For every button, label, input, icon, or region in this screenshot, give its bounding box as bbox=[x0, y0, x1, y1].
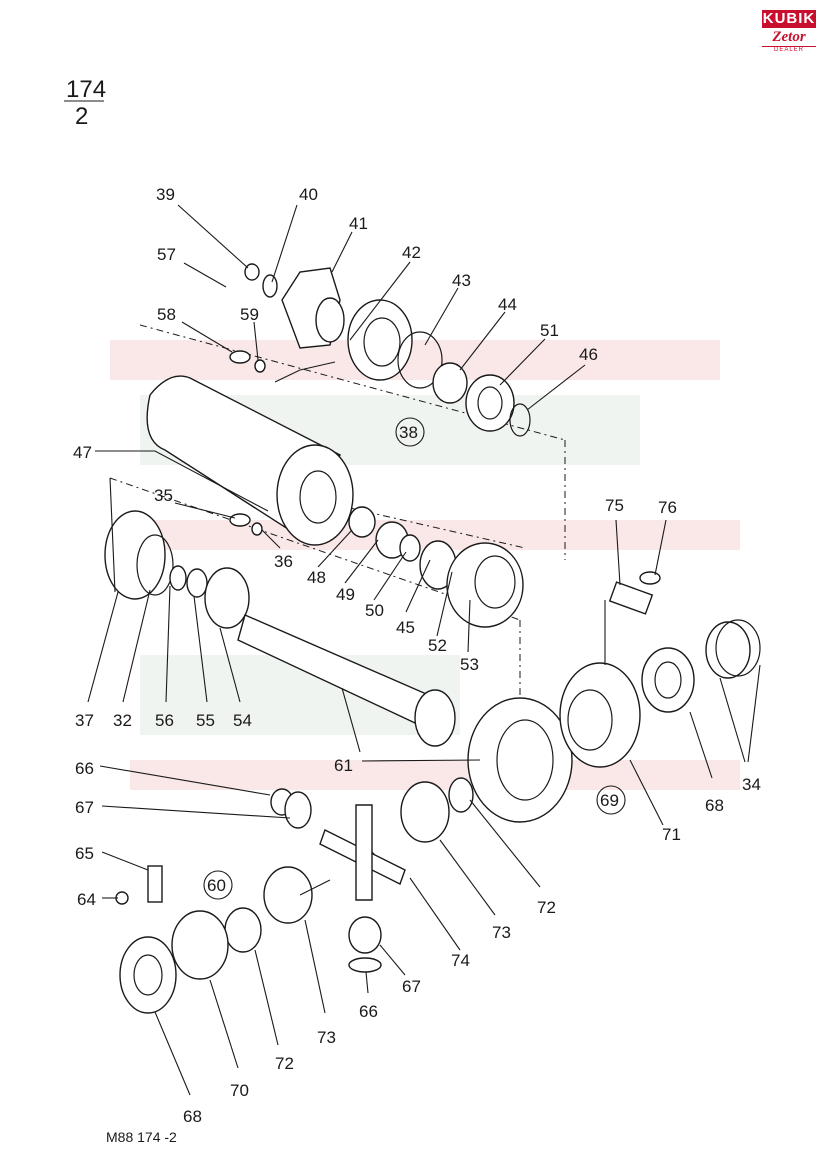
labels: 39 40 41 57 42 43 58 59 44 51 46 47 35 3… bbox=[73, 185, 761, 1126]
part-label: 67 bbox=[402, 977, 421, 996]
part-label: 68 bbox=[183, 1107, 202, 1126]
part-label: 70 bbox=[230, 1081, 249, 1100]
part-label: 61 bbox=[334, 756, 353, 775]
logo-tag: DEALER bbox=[762, 46, 816, 53]
group-marker-circle bbox=[596, 785, 626, 815]
part-label: 40 bbox=[299, 185, 318, 204]
group-markers bbox=[203, 417, 626, 900]
logo-brand: KUBIK bbox=[762, 10, 816, 28]
part-label: 59 bbox=[240, 305, 259, 324]
part-label: 37 bbox=[75, 711, 94, 730]
part-label: 72 bbox=[537, 898, 556, 917]
part-label: 72 bbox=[275, 1054, 294, 1073]
part-label: 57 bbox=[157, 245, 176, 264]
page-reference: 174 2 bbox=[64, 76, 106, 130]
part-label: 45 bbox=[396, 618, 415, 637]
page-ref-bottom: 2 bbox=[75, 103, 88, 130]
leader-lines bbox=[87, 204, 761, 1096]
part-label: 44 bbox=[498, 295, 517, 314]
group-marker-label: 38 bbox=[399, 423, 418, 442]
part-label: 39 bbox=[156, 185, 175, 204]
part-label: 66 bbox=[359, 1002, 378, 1021]
part-label: 73 bbox=[492, 923, 511, 942]
part-label: 52 bbox=[428, 636, 447, 655]
part-label: 35 bbox=[154, 486, 173, 505]
page-ref-top: 174 bbox=[66, 76, 106, 103]
group-marker-circle bbox=[395, 417, 425, 447]
part-label: 51 bbox=[540, 321, 559, 340]
kubik-zetor-logo: KUBIK Zetor DEALER bbox=[762, 10, 816, 62]
part-label: 65 bbox=[75, 844, 94, 863]
group-marker-label: 69 bbox=[600, 791, 619, 810]
part-label: 42 bbox=[402, 243, 421, 262]
group-marker-circle bbox=[203, 870, 233, 900]
part-label: 56 bbox=[155, 711, 174, 730]
part-label: 49 bbox=[336, 585, 355, 604]
part-label: 41 bbox=[349, 214, 368, 233]
group-marker-label: 60 bbox=[207, 876, 226, 895]
drawing-code: M88 174 -2 bbox=[106, 1129, 177, 1145]
part-label: 76 bbox=[658, 498, 677, 517]
part-label: 58 bbox=[157, 305, 176, 324]
logo-subbrand: Zetor bbox=[772, 29, 806, 45]
part-label: 73 bbox=[317, 1028, 336, 1047]
part-label: 67 bbox=[75, 798, 94, 817]
part-label: 48 bbox=[307, 568, 326, 587]
part-label: 71 bbox=[662, 825, 681, 844]
part-label: 36 bbox=[274, 552, 293, 571]
part-label: 34 bbox=[742, 775, 761, 794]
part-label: 53 bbox=[460, 655, 479, 674]
part-label: 47 bbox=[73, 443, 92, 462]
part-label: 66 bbox=[75, 759, 94, 778]
part-label: 46 bbox=[579, 345, 598, 364]
part-label: 68 bbox=[705, 796, 724, 815]
part-label: 50 bbox=[365, 601, 384, 620]
part-label: 54 bbox=[233, 711, 252, 730]
part-label: 75 bbox=[605, 496, 624, 515]
part-label: 32 bbox=[113, 711, 132, 730]
part-label: 74 bbox=[451, 951, 470, 970]
part-label: 55 bbox=[196, 711, 215, 730]
part-label: 64 bbox=[77, 890, 96, 909]
parts bbox=[104, 263, 761, 1014]
part-label: 43 bbox=[452, 271, 471, 290]
